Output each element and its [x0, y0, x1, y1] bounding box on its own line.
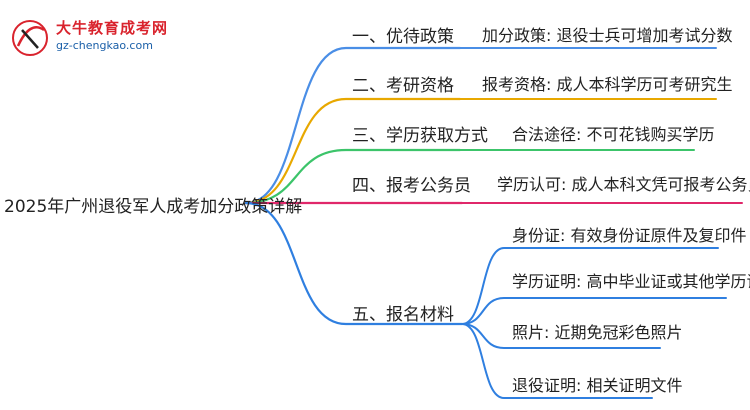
detail-node-5-2: 学历证明: 高中毕业证或其他学历证书	[512, 272, 750, 291]
detail-link-5-1	[461, 247, 719, 325]
category-node-5: 五、报名材料	[352, 305, 454, 325]
branch-link-1	[244, 46, 462, 205]
root-topic: 2025年广州退役军人成考加分政策详解	[4, 197, 303, 217]
detail-node-4-1: 学历认可: 成人本科文凭可报考公务员	[497, 175, 750, 194]
category-node-2: 二、考研资格	[352, 76, 454, 96]
detail-node-5-1: 身份证: 有效身份证原件及复印件	[512, 226, 747, 245]
logo-badge-icon	[12, 20, 48, 56]
detail-node-2-1: 报考资格: 成人本科学历可考研究生	[482, 75, 733, 94]
detail-node-3-1: 合法途径: 不可花钱购买学历	[512, 125, 715, 144]
category-node-4: 四、报考公务员	[352, 176, 471, 196]
branch-link-5	[244, 201, 464, 326]
detail-link-5-4	[461, 323, 653, 399]
detail-node-1-1: 加分政策: 退役士兵可增加考试分数	[482, 26, 733, 45]
branch-link-2	[244, 97, 462, 205]
branch-link-3	[244, 148, 462, 205]
detail-node-5-3: 照片: 近期免冠彩色照片	[512, 323, 683, 342]
detail-link-5-2	[461, 297, 727, 325]
logo-url: gz-chengkao.com	[56, 39, 153, 52]
category-node-1: 一、优待政策	[352, 27, 454, 47]
site-logo[interactable]: 大牛教育成考网 gz-chengkao.com	[10, 16, 190, 60]
category-node-3: 三、学历获取方式	[352, 126, 488, 146]
detail-node-5-4: 退役证明: 相关证明文件	[512, 376, 683, 395]
logo-title: 大牛教育成考网	[56, 19, 169, 37]
detail-link-5-3	[461, 323, 661, 349]
